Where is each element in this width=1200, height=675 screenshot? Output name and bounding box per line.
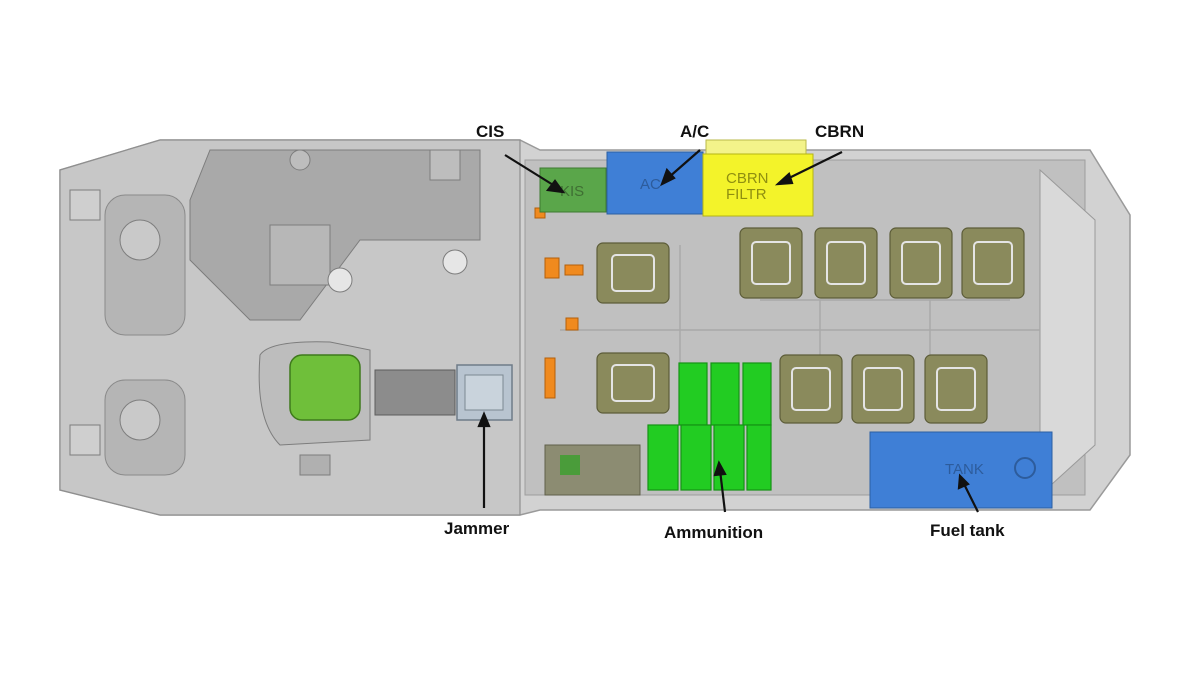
seat: [961, 227, 1025, 299]
seats: [596, 227, 1025, 424]
seat: [596, 352, 670, 414]
seat: [924, 354, 988, 424]
ac-box-text: AC: [640, 176, 661, 193]
cis-arrow: [504, 154, 559, 189]
label-cis: CIS: [476, 122, 504, 141]
label-fuel-tank: Fuel tank: [930, 521, 1005, 540]
cbrn-box: CBRN FILTR: [702, 139, 814, 217]
seat: [889, 227, 953, 299]
cbrn-arrow: [784, 151, 843, 181]
seat-frames: [611, 241, 1013, 411]
cis-box-text: KIS: [560, 183, 584, 200]
stowage-rack: [544, 444, 641, 496]
seat: [851, 354, 915, 424]
seat: [596, 242, 670, 304]
ac-arrow: [667, 149, 701, 179]
fuel-tank-text: TANK: [945, 461, 984, 478]
label-ac: A/C: [680, 122, 709, 141]
callout-arrows: [477, 149, 979, 513]
cbrn-box-text-1: CBRN: [726, 170, 769, 187]
seat: [814, 227, 878, 299]
fuel-tank: TANK: [869, 431, 1053, 509]
fuel-tank-arrow: [962, 481, 979, 513]
orange-fittings: [534, 207, 584, 399]
front-compartment-details: [69, 149, 481, 476]
driver-station: [258, 341, 456, 476]
cbrn-box-text-2: FILTR: [726, 186, 767, 203]
ammunition-arrow: [718, 469, 727, 513]
seat: [739, 227, 803, 299]
callout-labels: CIS A/C CBRN Jammer Ammunition Fuel tank: [444, 122, 1005, 542]
jammer-unit: [456, 364, 513, 421]
seat: [779, 354, 843, 424]
fuel-cap-icon: [1014, 457, 1036, 479]
label-ammunition: Ammunition: [664, 523, 763, 542]
label-jammer: Jammer: [444, 519, 510, 538]
driver-seat: [289, 354, 361, 421]
label-cbrn: CBRN: [815, 122, 864, 141]
ammunition-boxes: [647, 362, 772, 491]
